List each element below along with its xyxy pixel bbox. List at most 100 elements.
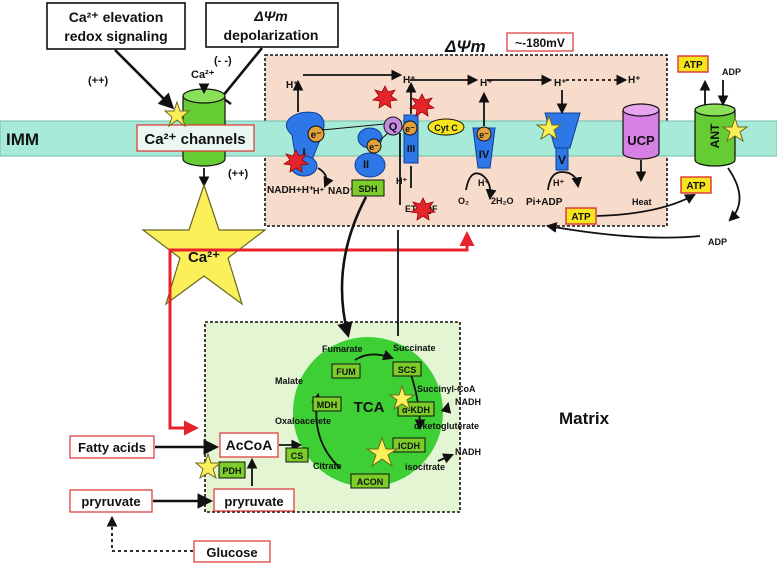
svg-text:NAD⁺: NAD⁺	[328, 186, 355, 197]
svg-text:H⁺: H⁺	[478, 178, 489, 188]
voltage-label: ~-180mV	[515, 36, 565, 50]
svg-text:Succinate: Succinate	[393, 343, 436, 353]
ca-to-etc-arrow	[168, 231, 475, 260]
svg-text:NADH+H⁺: NADH+H⁺	[267, 185, 314, 196]
sdh-box	[351, 179, 385, 197]
svg-text:(- -): (- -)	[214, 55, 232, 67]
svg-text:SCS: SCS	[398, 365, 417, 375]
svg-text:Heat: Heat	[632, 197, 652, 207]
svg-text:H⁺: H⁺	[286, 80, 299, 91]
svg-text:O₂: O₂	[458, 196, 469, 206]
svg-text:IV: IV	[479, 149, 490, 161]
ca-channel-star-icon	[163, 100, 191, 128]
svg-text:ACON: ACON	[357, 477, 384, 487]
svg-text:ANT: ANT	[708, 123, 722, 148]
svg-text:UCP: UCP	[627, 133, 655, 148]
svg-text:Ca²⁺ elevation: Ca²⁺ elevation	[69, 9, 164, 25]
ca-to-tca-arrow	[168, 260, 199, 436]
svg-text:V: V	[558, 153, 566, 167]
complex-V: V	[544, 90, 583, 191]
svg-text:Fatty acids: Fatty acids	[78, 440, 146, 455]
svg-text:Glucose: Glucose	[206, 545, 257, 560]
pdh-box	[218, 461, 246, 479]
atp-box-top	[677, 55, 709, 73]
svg-text:Succinyl-CoA: Succinyl-CoA	[417, 384, 476, 394]
svg-text:e⁻: e⁻	[479, 130, 489, 140]
calcium-star-label: Ca²⁺	[188, 249, 220, 266]
svg-text:α-KDH: α-KDH	[402, 405, 430, 415]
cs-box	[285, 447, 309, 463]
svg-text:(++): (++)	[88, 75, 109, 87]
atp-box-complex-v	[565, 207, 597, 225]
svg-text:ATP: ATP	[683, 60, 703, 71]
svg-text:e⁻: e⁻	[311, 130, 322, 141]
imm-label: IMM	[6, 130, 39, 149]
svg-text:NADH: NADH	[455, 397, 481, 407]
svg-text:CS: CS	[291, 451, 304, 461]
pyruvate-box-left	[69, 489, 153, 513]
svg-text:Ca²⁺: Ca²⁺	[191, 69, 215, 81]
svg-text:redox signaling: redox signaling	[64, 28, 167, 44]
svg-text:Malate: Malate	[275, 376, 303, 386]
svg-text:Cyt C: Cyt C	[434, 123, 458, 133]
svg-text:depolarization: depolarization	[224, 27, 319, 43]
svg-text:H⁺: H⁺	[554, 78, 567, 89]
svg-text:I: I	[302, 146, 305, 160]
svg-text:ADP: ADP	[708, 237, 727, 247]
ubiquinone-q	[383, 116, 403, 136]
svg-text:isocitrate: isocitrate	[405, 462, 445, 472]
pdh-star-icon	[194, 452, 222, 480]
tca-enzymes: FUM MDH SCS α-KDH ICDH ACON	[312, 361, 435, 489]
svg-text:FUM: FUM	[336, 367, 356, 377]
akdh-star-icon	[388, 384, 416, 411]
complex-V-star-icon	[535, 114, 563, 141]
voltage-box	[506, 32, 574, 52]
membrane-potential-symbol: ΔΨm	[444, 37, 486, 56]
svg-text:Pi+ADP: Pi+ADP	[526, 197, 563, 208]
fatty-acids-box	[69, 435, 155, 459]
svg-text:H⁺: H⁺	[480, 78, 493, 89]
svg-text:NADH: NADH	[455, 447, 481, 457]
svg-text:Fumarate: Fumarate	[322, 344, 363, 354]
svg-text:Q: Q	[389, 121, 398, 133]
complex-IV: e⁻ IV	[465, 91, 497, 201]
svg-text:pryruvate: pryruvate	[224, 494, 283, 509]
svg-text:2H₂O: 2H₂O	[491, 196, 514, 206]
ant-transporter: ANT	[694, 79, 736, 167]
svg-text:ΔΨm: ΔΨm	[253, 8, 287, 24]
ant-star-icon	[721, 116, 749, 143]
svg-text:SDH: SDH	[358, 184, 377, 194]
ca-elevation-box: Ca²⁺ elevation redox signaling	[46, 2, 186, 50]
svg-text:α-ketogluterate: α-ketogluterate	[414, 421, 479, 431]
svg-text:e⁻: e⁻	[405, 124, 415, 134]
svg-text:H⁺: H⁺	[313, 186, 324, 196]
svg-text:PDH: PDH	[222, 466, 241, 476]
accoa-box	[219, 432, 279, 458]
complex-II: e⁻ II	[354, 127, 386, 178]
svg-text:Citrate: Citrate	[313, 461, 342, 471]
atp-box-matrix-side	[680, 176, 712, 194]
tca-label-box	[350, 394, 388, 418]
svg-text:AcCoA: AcCoA	[226, 437, 273, 453]
matrix-label: Matrix	[559, 409, 610, 428]
svg-text:ATP: ATP	[571, 212, 591, 223]
icdh-star-icon	[365, 436, 399, 468]
glucose-box	[193, 540, 271, 563]
ca-channels-label-box	[136, 124, 255, 152]
svg-text:H⁺: H⁺	[553, 178, 564, 188]
svg-text:II: II	[363, 159, 369, 171]
cytochrome-c	[427, 118, 465, 136]
svg-text:H⁺: H⁺	[396, 176, 407, 186]
svg-text:e⁻: e⁻	[369, 142, 379, 152]
svg-text:Oxaloacetete: Oxaloacetete	[275, 416, 331, 426]
svg-text:pryruvate: pryruvate	[81, 494, 140, 509]
pyruvate-box-right	[213, 488, 295, 512]
svg-text:ICDH: ICDH	[398, 441, 420, 451]
svg-text:III: III	[407, 144, 416, 155]
svg-text:ADP: ADP	[722, 67, 741, 77]
svg-text:ATP: ATP	[686, 181, 706, 192]
ucp-channel: UCP	[622, 103, 660, 183]
svg-text:H⁺: H⁺	[628, 75, 641, 86]
ca-channels-label: Ca²⁺ channels	[144, 131, 245, 148]
